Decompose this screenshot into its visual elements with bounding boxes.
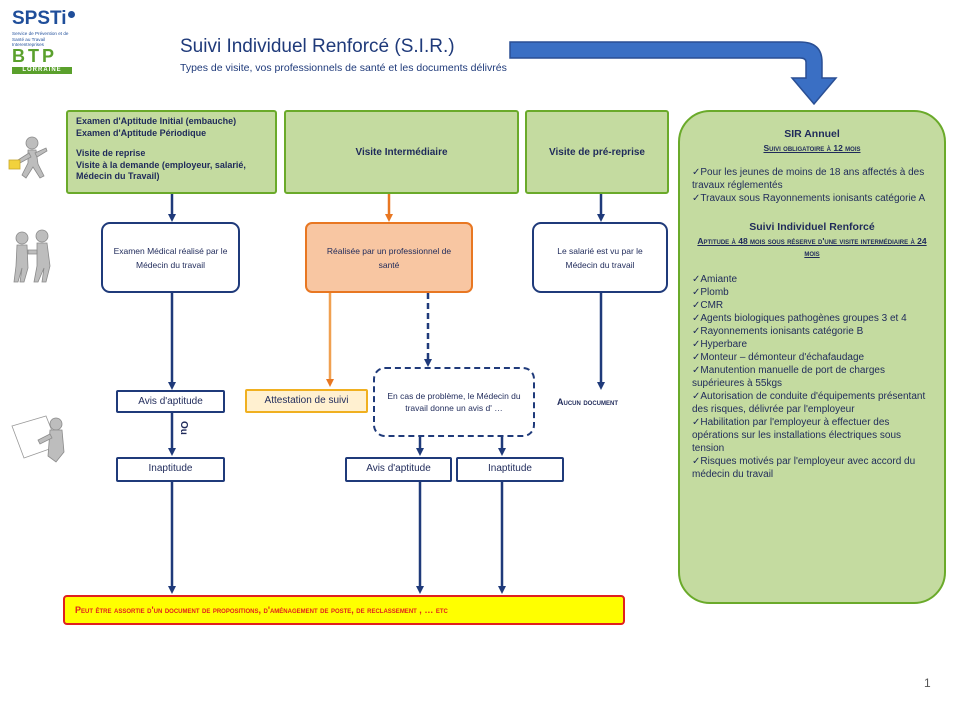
list-item: ✓Agents biologiques pathogènes groupes 3… [692, 313, 907, 324]
list-item: ✓Rayonnements ionisants catégorie B [692, 326, 864, 337]
pre-reprise-visit-box: Visite de pré-reprise [525, 110, 669, 194]
visit-type-reprise: Visite de reprise [76, 148, 146, 158]
page-subtitle: Types de visite, vos professionnels de s… [180, 62, 507, 74]
two-figures-icon [13, 229, 51, 283]
avis-aptitude-2: Avis d'aptitude [345, 457, 452, 482]
salarie-seen-box: Le salarié est vu par le Médecin du trav… [532, 222, 668, 293]
big-curved-arrow-icon [509, 41, 838, 106]
list-item: ✓Pour les jeunes de moins de 18 ans affe… [692, 167, 925, 191]
list-item: ✓CMR [692, 300, 724, 311]
sir-renforce-subheading: Aptitude à 48 mois sous réserve d'une vi… [697, 236, 927, 258]
page-title: Suivi Individuel Renforcé (S.I.R.) [180, 36, 455, 57]
list-item: ✓Habilitation par l'employeur à effectue… [692, 417, 901, 454]
page-number: 1 [924, 676, 931, 690]
sir-annual-subheading: Suivi obligatoire à 12 mois [763, 143, 861, 153]
sir-annual-heading: SIR Annuel [784, 128, 840, 140]
list-item: ✓Plomb [692, 287, 729, 298]
list-item: ✓Hyperbare [692, 339, 748, 350]
ou-label: Ou [178, 421, 189, 435]
visit-type-periodic: Examen d'Aptitude Périodique [76, 127, 207, 138]
sir-renforce-list: ✓Amiante ✓Plomb ✓CMR ✓Agents biologiques… [692, 273, 932, 481]
attestation-suivi: Attestation de suivi [245, 389, 368, 413]
list-item: ✓Autorisation de conduite d'équipements … [692, 391, 926, 415]
sir-renforce-heading: Suivi Individuel Renforcé [749, 221, 875, 233]
list-item: ✓Amiante [692, 274, 738, 285]
sir-annual-list: ✓Pour les jeunes de moins de 18 ans affe… [692, 166, 932, 205]
intermediate-visit-box: Visite Intermédiaire [284, 110, 519, 194]
intermediate-visit-label: Visite Intermédiaire [355, 146, 448, 158]
sir-panel: SIR Annuel Suivi obligatoire à 12 mois ✓… [678, 110, 946, 604]
pre-reprise-visit-label: Visite de pré-reprise [549, 146, 645, 158]
logo-subtitle: Service de Prévention et de Santé au Tra… [12, 31, 69, 47]
no-document-label: Aucun document [557, 397, 618, 407]
medical-exam-box: Examen Médical réalisé par le Médecin du… [101, 222, 240, 293]
running-figure-icon [8, 136, 48, 179]
health-professional-box: Réalisée par un professionnel de santé [305, 222, 473, 293]
avis-aptitude-1: Avis d'aptitude [116, 390, 225, 413]
problem-box: En cas de problème, le Médecin du travai… [373, 367, 535, 437]
bottom-note-bar: Peut être assortie d'un document de prop… [63, 595, 625, 625]
logo-dot-icon [67, 11, 75, 18]
list-item: ✓Monteur – démonteur d'échafaudage [692, 352, 865, 363]
logo-btp: BTP [12, 46, 57, 66]
logo-region: LORRAINE [12, 67, 72, 74]
inaptitude-2: Inaptitude [456, 457, 564, 482]
list-item: ✓Travaux sous Rayonnements ionisants cat… [692, 193, 926, 204]
visit-type-demand: Visite à la demande (employeur, salarié,… [76, 159, 246, 182]
visit-types-box: Examen d'Aptitude Initial (embauche) Exa… [66, 110, 277, 194]
figure-with-paper-icon [11, 415, 65, 463]
list-item: ✓Risques motivés par l'employeur avec ac… [692, 456, 916, 480]
list-item: ✓Manutention manuelle de port de charges… [692, 365, 885, 389]
visit-type-initial: Examen d'Aptitude Initial (embauche) [76, 116, 237, 126]
logo-name: SPSTi [12, 8, 75, 30]
inaptitude-1: Inaptitude [116, 457, 225, 482]
